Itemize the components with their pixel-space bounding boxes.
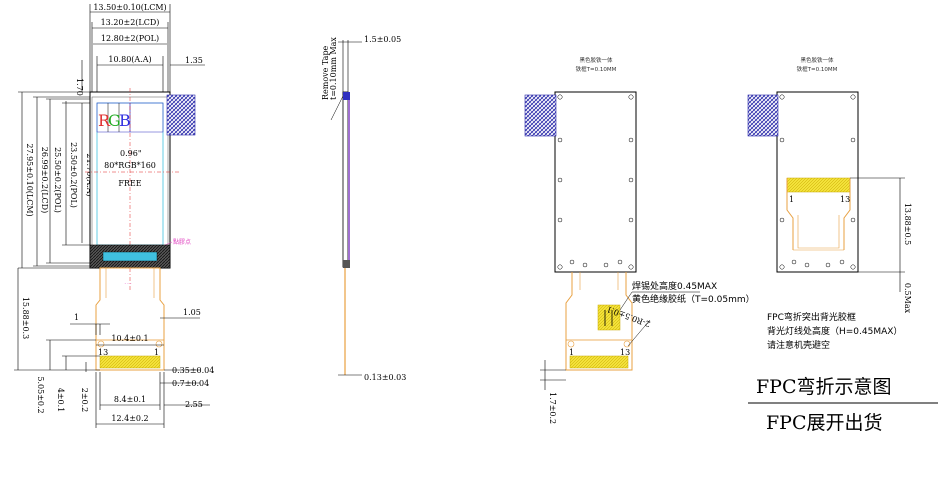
tape-note: 黄色绝缘胶纸（T=0.05mm） [632,293,755,305]
dim-4: 4±0.1 [56,388,65,413]
dim-1-5: 1.5±0.05 [364,35,401,44]
free-label: FREE [118,179,141,188]
dim-pol-width: 12.80±2(POL) [101,34,159,43]
dim-12-4: 12.4±0.2 [111,414,148,423]
dim-1: 1 [74,313,79,322]
dim-pol-height: 25.50±0.2(POL) [53,147,62,213]
tape-thickness: t=0.10mm Max [329,37,338,100]
solder-note: 焊锡处高度0.45MAX [632,280,717,292]
title-block: FPC弯折示意图 FPC展开出货 [748,376,938,434]
rgb-g: G [108,111,121,130]
fpc-note-3: 请注意机壳避空 [767,339,830,351]
rgb-r: R [98,111,111,130]
bend-a-note-1: 黑色胶铁一体 [579,56,613,64]
dim-lcm-height: 27.95±0.10(LCM) [25,143,34,216]
bend-view-a: 黑色胶铁一体 铁框T=0.10MM 1 13 焊锡处高度0.45MAX 黄色绝缘… [524,56,755,424]
dim-1-70: 1.70 [75,78,84,96]
bend-b-note-1: 黑色胶铁一体 [800,56,834,64]
front-pin-13: 13 [98,348,108,357]
bend-b-pin-1: 1 [789,195,794,204]
tape-label: Remove Tape [321,45,330,100]
dim-1-35: 1.35 [185,56,203,65]
bend-view-b: 黑色胶铁一体 铁框T=0.10MM 1 13 13.88±0.5 0.5Max … [747,56,912,351]
dim-15-88: 15.88±0.3 [21,297,30,339]
dim-1-05: 1.05 [183,308,201,317]
dim-aa-width: 10.80(A.A) [108,55,151,64]
dim-2: 2±0.2 [80,388,89,413]
front-pin-1: 1 [154,348,159,357]
svg-text:- - -: - - - [125,281,132,286]
dim-1-7: 1.7±0.2 [548,392,557,424]
title-bend: FPC弯折示意图 [756,376,892,398]
resolution-label: 80*RGB*160 [104,161,156,170]
dim-8-4: 8.4±0.1 [114,395,146,404]
bend-a-note-2: 铁框T=0.10MM [576,65,617,73]
dim-5-05: 5.05±0.2 [36,376,45,413]
dim-10-4: 10.4±0.1 [111,334,148,343]
dim-2-55: 2.55 [185,400,203,409]
bend-b-pin-13: 13 [840,195,850,204]
side-view: 1.5±0.05 Remove Tape t=0.10mm Max 0.13±0… [321,35,406,382]
bend-a-pin-1: 1 [569,348,574,357]
dim-lcd-height: 26.99±0.2(LCD) [40,147,49,213]
fpc-note-2: 背光灯线处高度（H=0.45MAX） [767,325,902,337]
dispense-label: 點膠点 [173,238,191,246]
dim-0-13: 0.13±0.03 [364,373,406,382]
dim-lcm-width: 13.50±0.10(LCM) [93,3,166,12]
dim-lcd-width: 13.20±2(LCD) [101,18,160,27]
dim-0-7: 0.7±0.04 [172,379,209,388]
dim-0-35: 0.35±0.04 [172,366,214,375]
title-unfold: FPC展开出货 [766,412,883,434]
dim-13-88: 13.88±0.5 [903,203,912,245]
fpc-note-1: FPC弯折突出背光胶框 [767,311,856,323]
rgb-b: B [119,111,131,130]
size-label: 0.96" [120,149,142,158]
dim-0-5: 0.5Max [903,283,912,314]
bend-a-pin-13: 13 [620,348,630,357]
dim-pol2-height: 23.50±0.2(POL) [69,142,78,208]
front-view: 13.50±0.10(LCM) 13.20±2(LCD) 12.80±2(POL… [14,3,214,428]
bend-b-note-2: 铁框T=0.10MM [797,65,838,73]
